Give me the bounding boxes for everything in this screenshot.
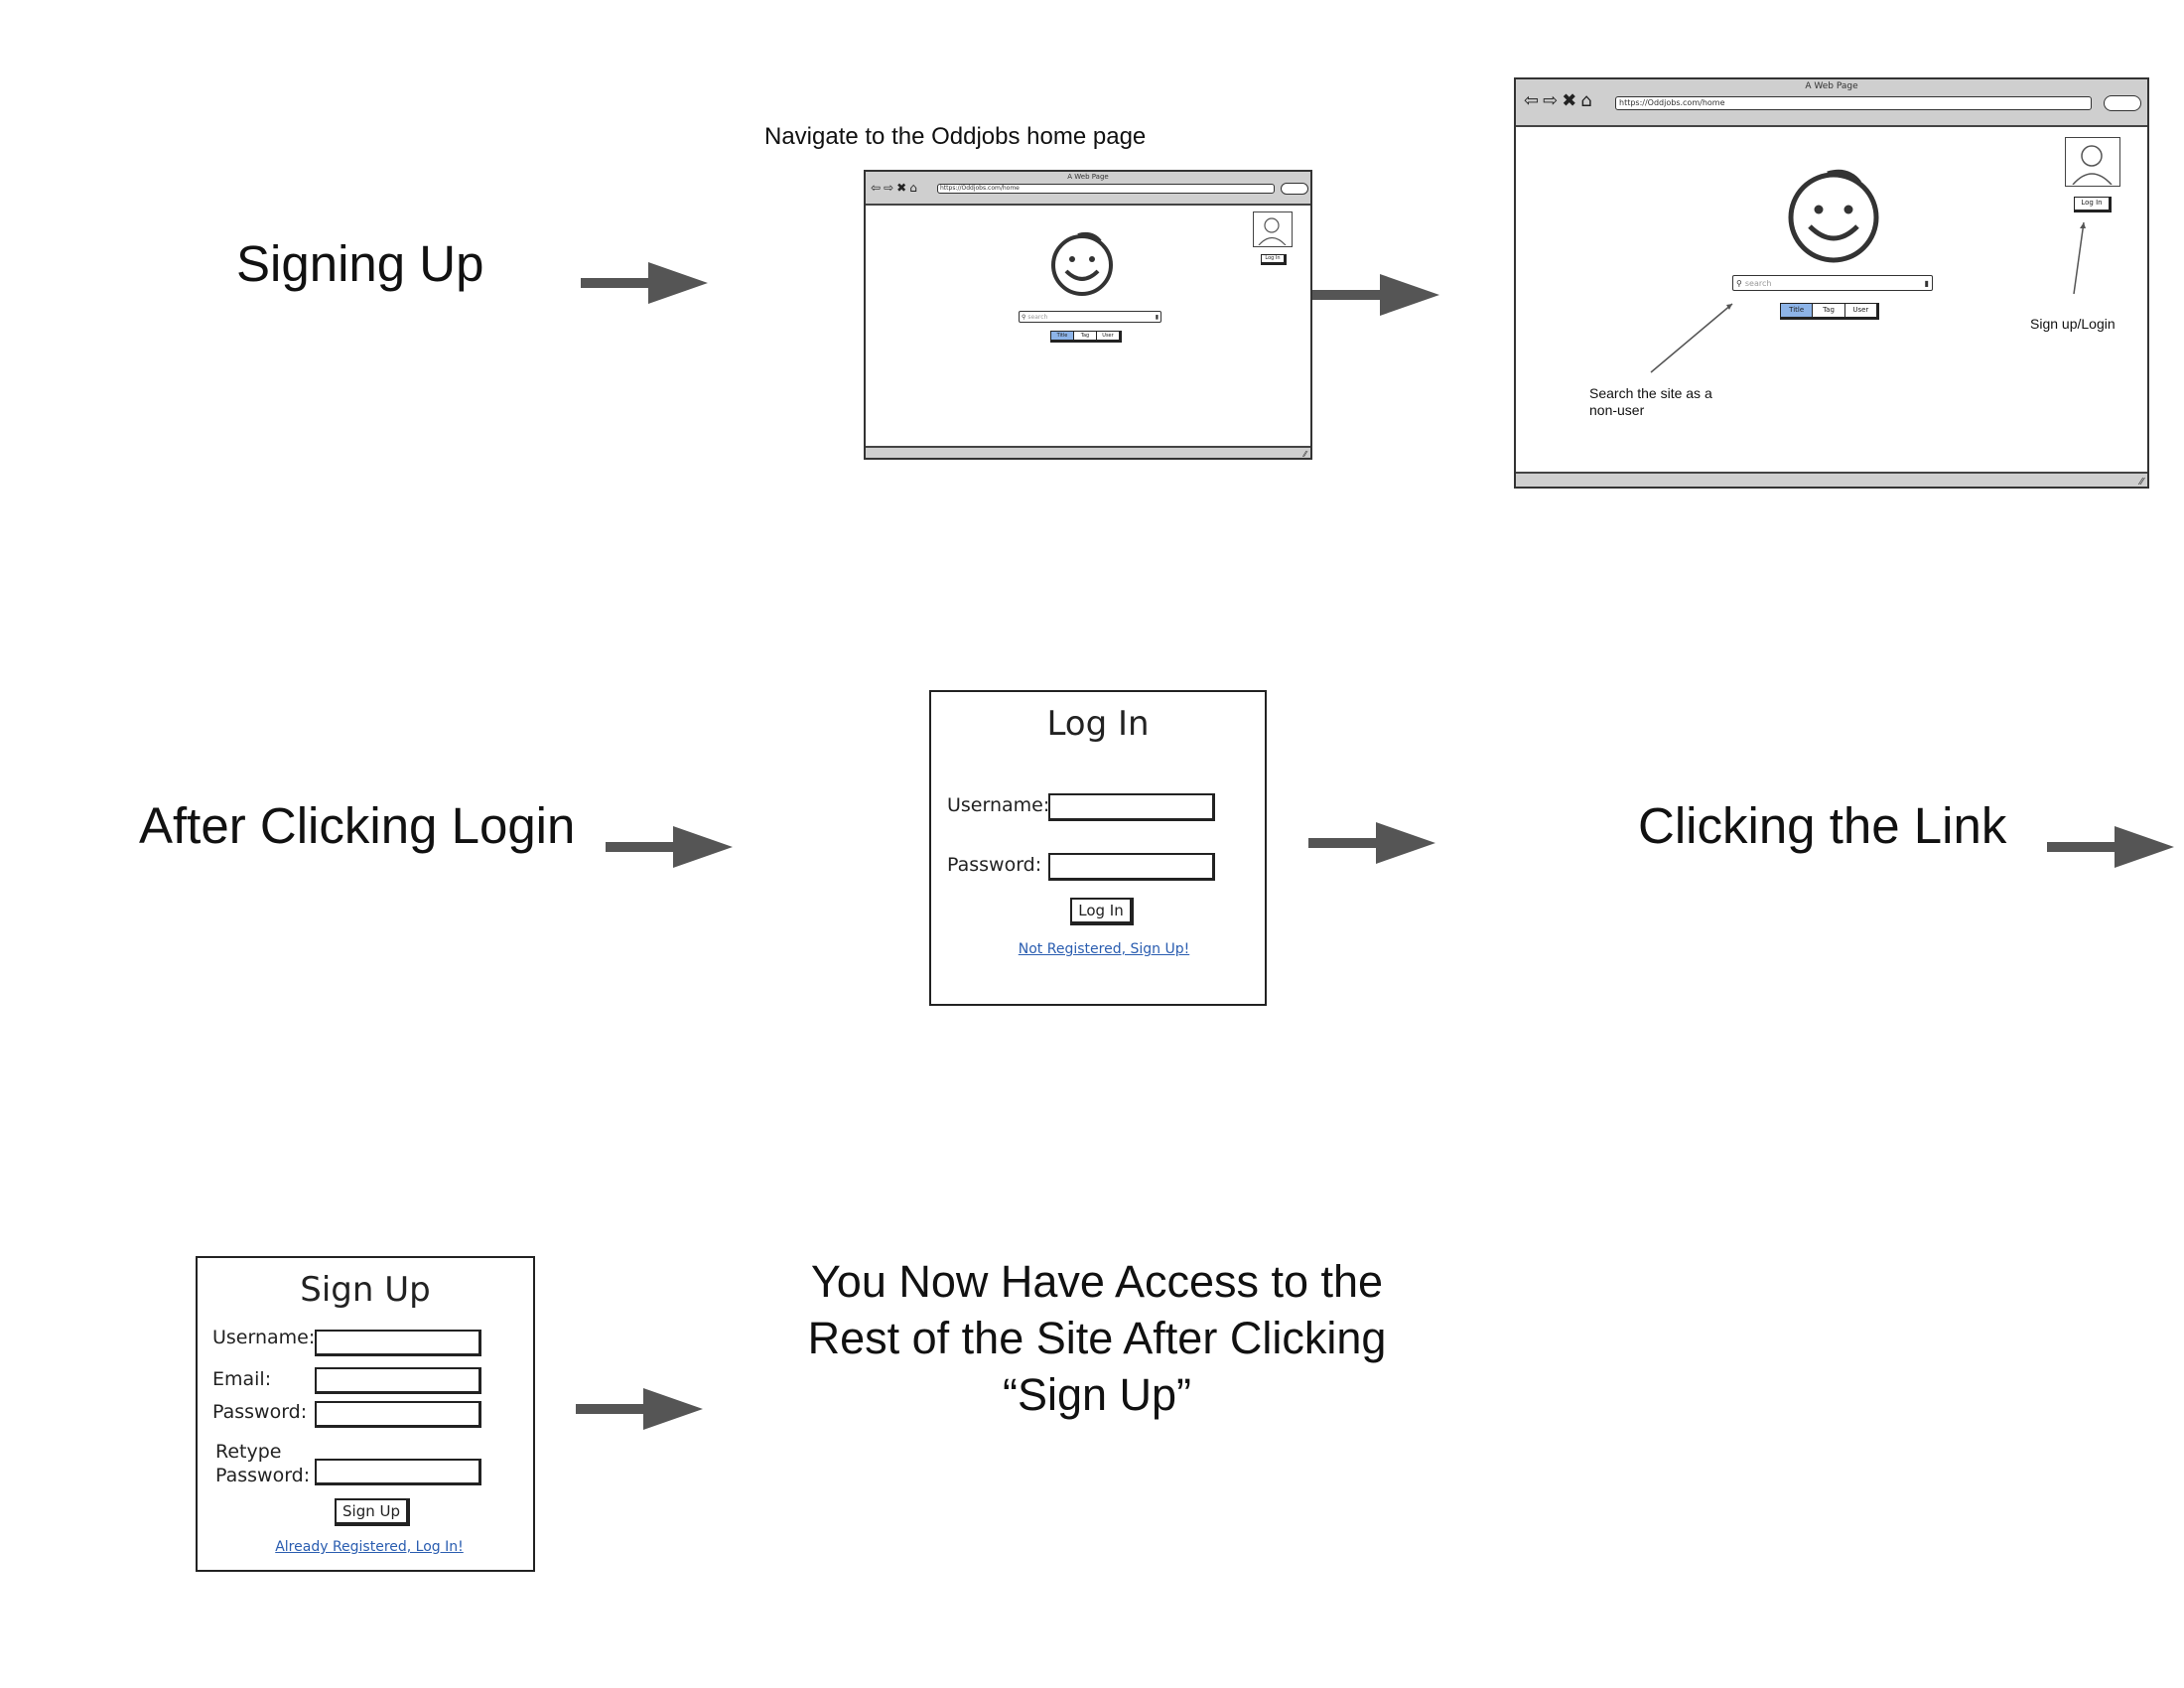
heading-signing-up: Signing Up	[236, 235, 484, 292]
resize-grip-icon[interactable]: ⁄⁄	[1303, 450, 1306, 459]
toggle-tag[interactable]: Tag	[1813, 304, 1845, 317]
toggle-user[interactable]: User	[1097, 332, 1119, 340]
search-input[interactable]: ⚲ search ▮	[1732, 275, 1933, 291]
toggle-title[interactable]: Title	[1781, 304, 1814, 317]
window-title: A Web Page	[1805, 81, 1858, 91]
smiley-face-icon	[1788, 169, 1879, 263]
search-type-toggle: Title Tag User	[1780, 303, 1879, 320]
toggle-user[interactable]: User	[1844, 304, 1876, 317]
heading-clicking-the-link: Clicking the Link	[1638, 797, 2007, 854]
zoom-search-button[interactable]	[2104, 95, 2141, 111]
login-button[interactable]: Log In	[1261, 254, 1287, 265]
login-submit-button[interactable]: Log In	[1070, 898, 1134, 925]
zoom-search-button[interactable]	[1281, 183, 1308, 195]
search-icon: ⚲	[1022, 313, 1026, 321]
search-input[interactable]: ⚲ search ▮	[1019, 311, 1161, 323]
username-input[interactable]	[315, 1330, 481, 1356]
right-arrow-icon	[581, 262, 708, 304]
caption-search-note: Search the site as a non-user	[1589, 385, 1712, 418]
email-label: Email:	[212, 1368, 272, 1390]
right-arrow-icon	[1308, 822, 1435, 864]
back-arrow-icon[interactable]: ⇦	[871, 181, 882, 195]
url-bar[interactable]: https://Oddjobs.com/home	[1615, 96, 2092, 110]
user-avatar-icon	[2065, 137, 2120, 187]
email-input[interactable]	[315, 1367, 481, 1394]
right-arrow-icon	[1312, 274, 1439, 316]
toggle-tag[interactable]: Tag	[1074, 332, 1097, 340]
login-form: Log In Username: Password: Log In Not Re…	[929, 690, 1267, 1006]
nav-icons: ⇦ ⇨ ✖ ⌂	[871, 181, 917, 195]
password-input[interactable]	[315, 1401, 481, 1428]
signup-form: Sign Up Username: Email: Password: Retyp…	[196, 1256, 535, 1572]
heading-after-clicking-login: After Clicking Login	[139, 797, 576, 854]
annotation-lines	[1650, 221, 2086, 373]
search-placeholder: search	[1744, 278, 1772, 288]
signup-submit-button[interactable]: Sign Up	[335, 1498, 410, 1526]
nav-icons: ⇦ ⇨ ✖ ⌂	[1524, 90, 1592, 111]
back-arrow-icon[interactable]: ⇦	[1524, 90, 1540, 111]
right-arrow-icon	[2047, 826, 2174, 868]
search-icon: ⚲	[1736, 278, 1742, 288]
browser-window-small: A Web Page ⇦ ⇨ ✖ ⌂ https://Oddjobs.com/h…	[864, 170, 1312, 460]
signup-link[interactable]: Not Registered, Sign Up!	[1018, 941, 1190, 957]
browser-window-large: A Web Page ⇦ ⇨ ✖ ⌂ https://Oddjobs.com/h…	[1514, 77, 2149, 489]
close-icon[interactable]: ✖	[896, 181, 907, 195]
mic-icon: ▮	[1155, 313, 1159, 321]
forward-arrow-icon[interactable]: ⇨	[1543, 90, 1559, 111]
window-title: A Web Page	[1067, 173, 1109, 181]
password-input[interactable]	[1048, 853, 1215, 881]
retype-password-input[interactable]	[315, 1459, 481, 1485]
status-bar	[866, 446, 1310, 458]
smiley-face-icon	[1051, 231, 1113, 296]
login-form-title: Log In	[1046, 704, 1150, 744]
right-arrow-icon	[576, 1388, 703, 1430]
login-link[interactable]: Already Registered, Log In!	[275, 1539, 464, 1555]
mic-icon: ▮	[1924, 278, 1929, 288]
home-icon[interactable]: ⌂	[909, 181, 917, 195]
user-avatar-icon	[1253, 211, 1293, 247]
password-label: Password:	[947, 854, 1042, 876]
search-type-toggle: Title Tag User	[1050, 331, 1122, 343]
username-label: Username:	[947, 794, 1050, 816]
password-label: Password:	[212, 1401, 308, 1423]
home-icon[interactable]: ⌂	[1580, 90, 1592, 111]
search-placeholder: search	[1027, 313, 1048, 321]
resize-grip-icon[interactable]: ⁄⁄	[2139, 477, 2143, 488]
username-input[interactable]	[1048, 793, 1215, 821]
close-icon[interactable]: ✖	[1562, 90, 1577, 111]
caption-navigate: Navigate to the Oddjobs home page	[764, 123, 1147, 150]
login-button[interactable]: Log In	[2074, 197, 2112, 212]
status-bar	[1516, 472, 2147, 487]
username-label: Username:	[212, 1327, 316, 1348]
final-message: You Now Have Access to the Rest of the S…	[807, 1256, 1387, 1420]
caption-signup-note: Sign up/Login	[2030, 316, 2116, 332]
retype-password-label: Retype Password:	[215, 1441, 311, 1486]
right-arrow-icon	[606, 826, 733, 868]
signup-form-title: Sign Up	[300, 1270, 431, 1310]
forward-arrow-icon[interactable]: ⇨	[884, 181, 894, 195]
url-bar[interactable]: https://Oddjobs.com/home	[937, 184, 1275, 194]
toggle-title[interactable]: Title	[1051, 332, 1074, 340]
